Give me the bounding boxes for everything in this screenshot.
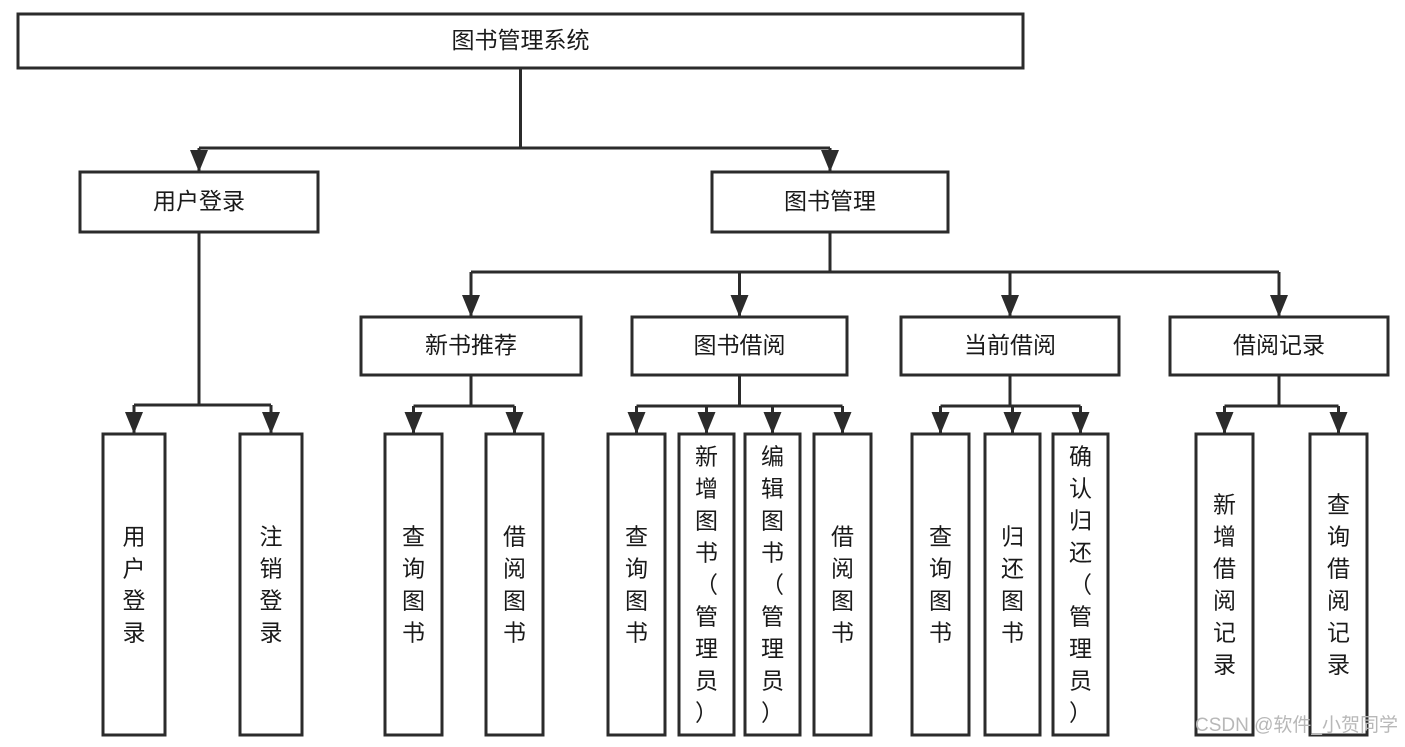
- node-label-new-book-recommend: 新书推荐: [425, 332, 517, 358]
- edges-layer: [125, 68, 1348, 434]
- node-box-leaf-query-record: [1308, 432, 1369, 737]
- node-box-leaf-user-login: [101, 432, 167, 737]
- node-leaf-query-book-borrow[interactable]: 查询图书: [606, 432, 667, 737]
- arrowhead-root-1: [821, 150, 839, 172]
- node-box-leaf-borrow-book-recommend: [484, 432, 545, 737]
- node-box-leaf-borrow-book: [812, 432, 873, 737]
- node-box-root: [16, 12, 1025, 70]
- node-box-book-borrow: [630, 315, 849, 377]
- node-label-leaf-borrow-book: 借阅图书: [831, 524, 854, 646]
- node-label-root: 图书管理系统: [452, 27, 590, 53]
- node-user-login[interactable]: 用户登录: [78, 170, 320, 234]
- node-label-leaf-add-book: 新增图书（管理员）: [695, 444, 718, 726]
- arrowhead-borrow-record-0: [1215, 412, 1234, 434]
- arrowhead-borrow-record-1: [1329, 412, 1348, 434]
- arrowhead-current-borrow-0: [931, 412, 950, 434]
- node-leaf-query-book-current[interactable]: 查询图书: [910, 432, 971, 737]
- node-label-user-login: 用户登录: [153, 188, 245, 214]
- arrowhead-book-manage-3: [1270, 295, 1288, 317]
- node-box-current-borrow: [899, 315, 1121, 377]
- node-box-leaf-confirm-return: [1051, 432, 1110, 737]
- node-book-manage[interactable]: 图书管理: [710, 170, 950, 234]
- node-label-leaf-logout: 注销登录: [260, 524, 283, 646]
- node-label-leaf-query-book-borrow: 查询图书: [625, 524, 648, 646]
- node-box-leaf-add-record: [1194, 432, 1255, 737]
- node-leaf-logout[interactable]: 注销登录: [238, 432, 304, 737]
- node-box-leaf-return-book: [983, 432, 1042, 737]
- node-box-leaf-logout: [238, 432, 304, 737]
- node-leaf-add-book[interactable]: 新增图书（管理员）: [677, 432, 736, 737]
- arrowhead-current-borrow-2: [1071, 412, 1090, 434]
- arrowhead-book-manage-2: [1001, 295, 1019, 317]
- node-box-borrow-record: [1168, 315, 1390, 377]
- node-box-user-login: [78, 170, 320, 234]
- arrowhead-current-borrow-1: [1003, 412, 1022, 434]
- node-label-borrow-record: 借阅记录: [1233, 332, 1325, 358]
- arrowhead-book-borrow-0: [627, 412, 646, 434]
- watermark-label: CSDN @软件_小贺同学: [1195, 714, 1398, 736]
- arrowhead-book-manage-1: [730, 295, 749, 317]
- node-box-leaf-query-book-recommend: [383, 432, 444, 737]
- node-book-borrow[interactable]: 图书借阅: [630, 315, 849, 377]
- arrowhead-book-manage-0: [462, 295, 480, 317]
- node-label-leaf-query-book-current: 查询图书: [929, 524, 952, 646]
- node-label-leaf-add-record: 新增借阅记录: [1213, 492, 1236, 678]
- arrowhead-book-borrow-2: [763, 412, 782, 434]
- node-current-borrow[interactable]: 当前借阅: [899, 315, 1121, 377]
- arrowhead-book-borrow-3: [833, 412, 852, 434]
- node-label-leaf-query-book-recommend: 查询图书: [402, 524, 425, 646]
- node-leaf-borrow-book[interactable]: 借阅图书: [812, 432, 873, 737]
- arrowhead-new-book-recommend-0: [404, 412, 423, 434]
- node-label-leaf-borrow-book-recommend: 借阅图书: [503, 524, 526, 646]
- node-box-leaf-query-book-current: [910, 432, 971, 737]
- node-leaf-query-record[interactable]: 查询借阅记录: [1308, 432, 1369, 737]
- node-box-leaf-add-book: [677, 432, 736, 737]
- node-label-leaf-query-record: 查询借阅记录: [1327, 492, 1350, 678]
- node-label-leaf-return-book: 归还图书: [1001, 524, 1024, 646]
- node-label-book-manage: 图书管理: [784, 188, 876, 214]
- node-box-leaf-query-book-borrow: [606, 432, 667, 737]
- arrowhead-root-0: [190, 150, 208, 172]
- node-leaf-user-login[interactable]: 用户登录: [101, 432, 167, 737]
- node-box-book-manage: [710, 170, 950, 234]
- arrowhead-user-login-1: [262, 412, 280, 434]
- node-leaf-borrow-book-recommend[interactable]: 借阅图书: [484, 432, 545, 737]
- node-new-book-recommend[interactable]: 新书推荐: [359, 315, 583, 377]
- node-label-leaf-edit-book: 编辑图书（管理员）: [761, 444, 784, 726]
- arrowhead-book-borrow-1: [697, 412, 716, 434]
- arrowhead-new-book-recommend-1: [505, 412, 524, 434]
- node-root[interactable]: 图书管理系统: [16, 12, 1025, 70]
- node-label-leaf-confirm-return: 确认归还（管理员）: [1069, 444, 1092, 726]
- node-leaf-return-book[interactable]: 归还图书: [983, 432, 1042, 737]
- node-box-new-book-recommend: [359, 315, 583, 377]
- node-leaf-confirm-return[interactable]: 确认归还（管理员）: [1051, 432, 1110, 737]
- node-box-leaf-edit-book: [743, 432, 802, 737]
- node-borrow-record[interactable]: 借阅记录: [1168, 315, 1390, 377]
- nodes-layer: 图书管理系统用户登录图书管理新书推荐图书借阅当前借阅借阅记录用户登录注销登录查询…: [16, 12, 1390, 737]
- node-leaf-add-record[interactable]: 新增借阅记录: [1194, 432, 1255, 737]
- node-label-book-borrow: 图书借阅: [694, 332, 786, 358]
- node-label-leaf-user-login: 用户登录: [123, 524, 146, 646]
- node-leaf-edit-book[interactable]: 编辑图书（管理员）: [743, 432, 802, 737]
- node-label-current-borrow: 当前借阅: [964, 332, 1056, 358]
- arrowhead-user-login-0: [125, 412, 143, 434]
- node-leaf-query-book-recommend[interactable]: 查询图书: [383, 432, 444, 737]
